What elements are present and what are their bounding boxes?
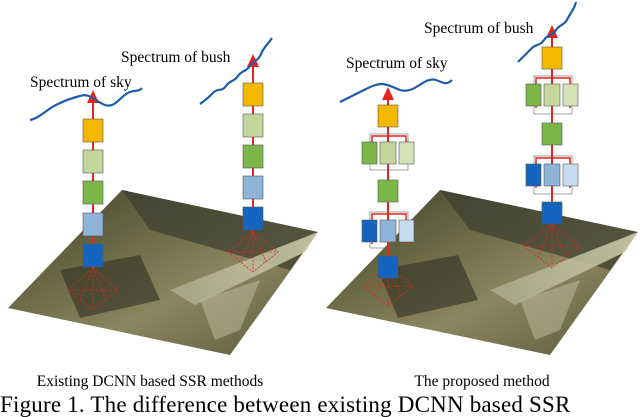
left-bush-pyramid xyxy=(227,231,279,273)
left-panel: Spectrum of sky Spectrum of bush Existin… xyxy=(8,37,318,390)
left-sky-label: Spectrum of sky xyxy=(30,74,132,91)
left-bush-network xyxy=(242,54,264,234)
right-sky-spectrum-curve xyxy=(339,78,453,103)
figure-caption: Figure 1. The difference between existin… xyxy=(0,392,571,417)
right-panel-caption: The proposed method xyxy=(414,373,549,390)
left-sky-spectrum-curve xyxy=(29,87,143,122)
left-bush-spectrum-curve xyxy=(199,37,273,105)
right-bush-spectrum-curve xyxy=(517,1,578,63)
output-arrow-icon xyxy=(247,54,259,67)
left-bush-label: Spectrum of bush xyxy=(121,49,231,66)
right-sky-network xyxy=(361,87,415,279)
diagram-figure: Spectrum of sky Spectrum of bush Existin… xyxy=(8,1,638,390)
right-bush-pyramid xyxy=(523,223,581,269)
right-panel: Spectrum of sky Spectrum of bush The pro… xyxy=(326,1,638,390)
left-sky-pyramid xyxy=(67,267,119,311)
left-panel-caption: Existing DCNN based SSR methods xyxy=(37,373,263,390)
right-sky-label: Spectrum of sky xyxy=(346,55,448,72)
output-arrow-icon xyxy=(382,87,394,100)
left-scene-image xyxy=(8,190,318,355)
right-bush-network xyxy=(525,25,579,226)
right-bush-label: Spectrum of bush xyxy=(424,20,534,37)
